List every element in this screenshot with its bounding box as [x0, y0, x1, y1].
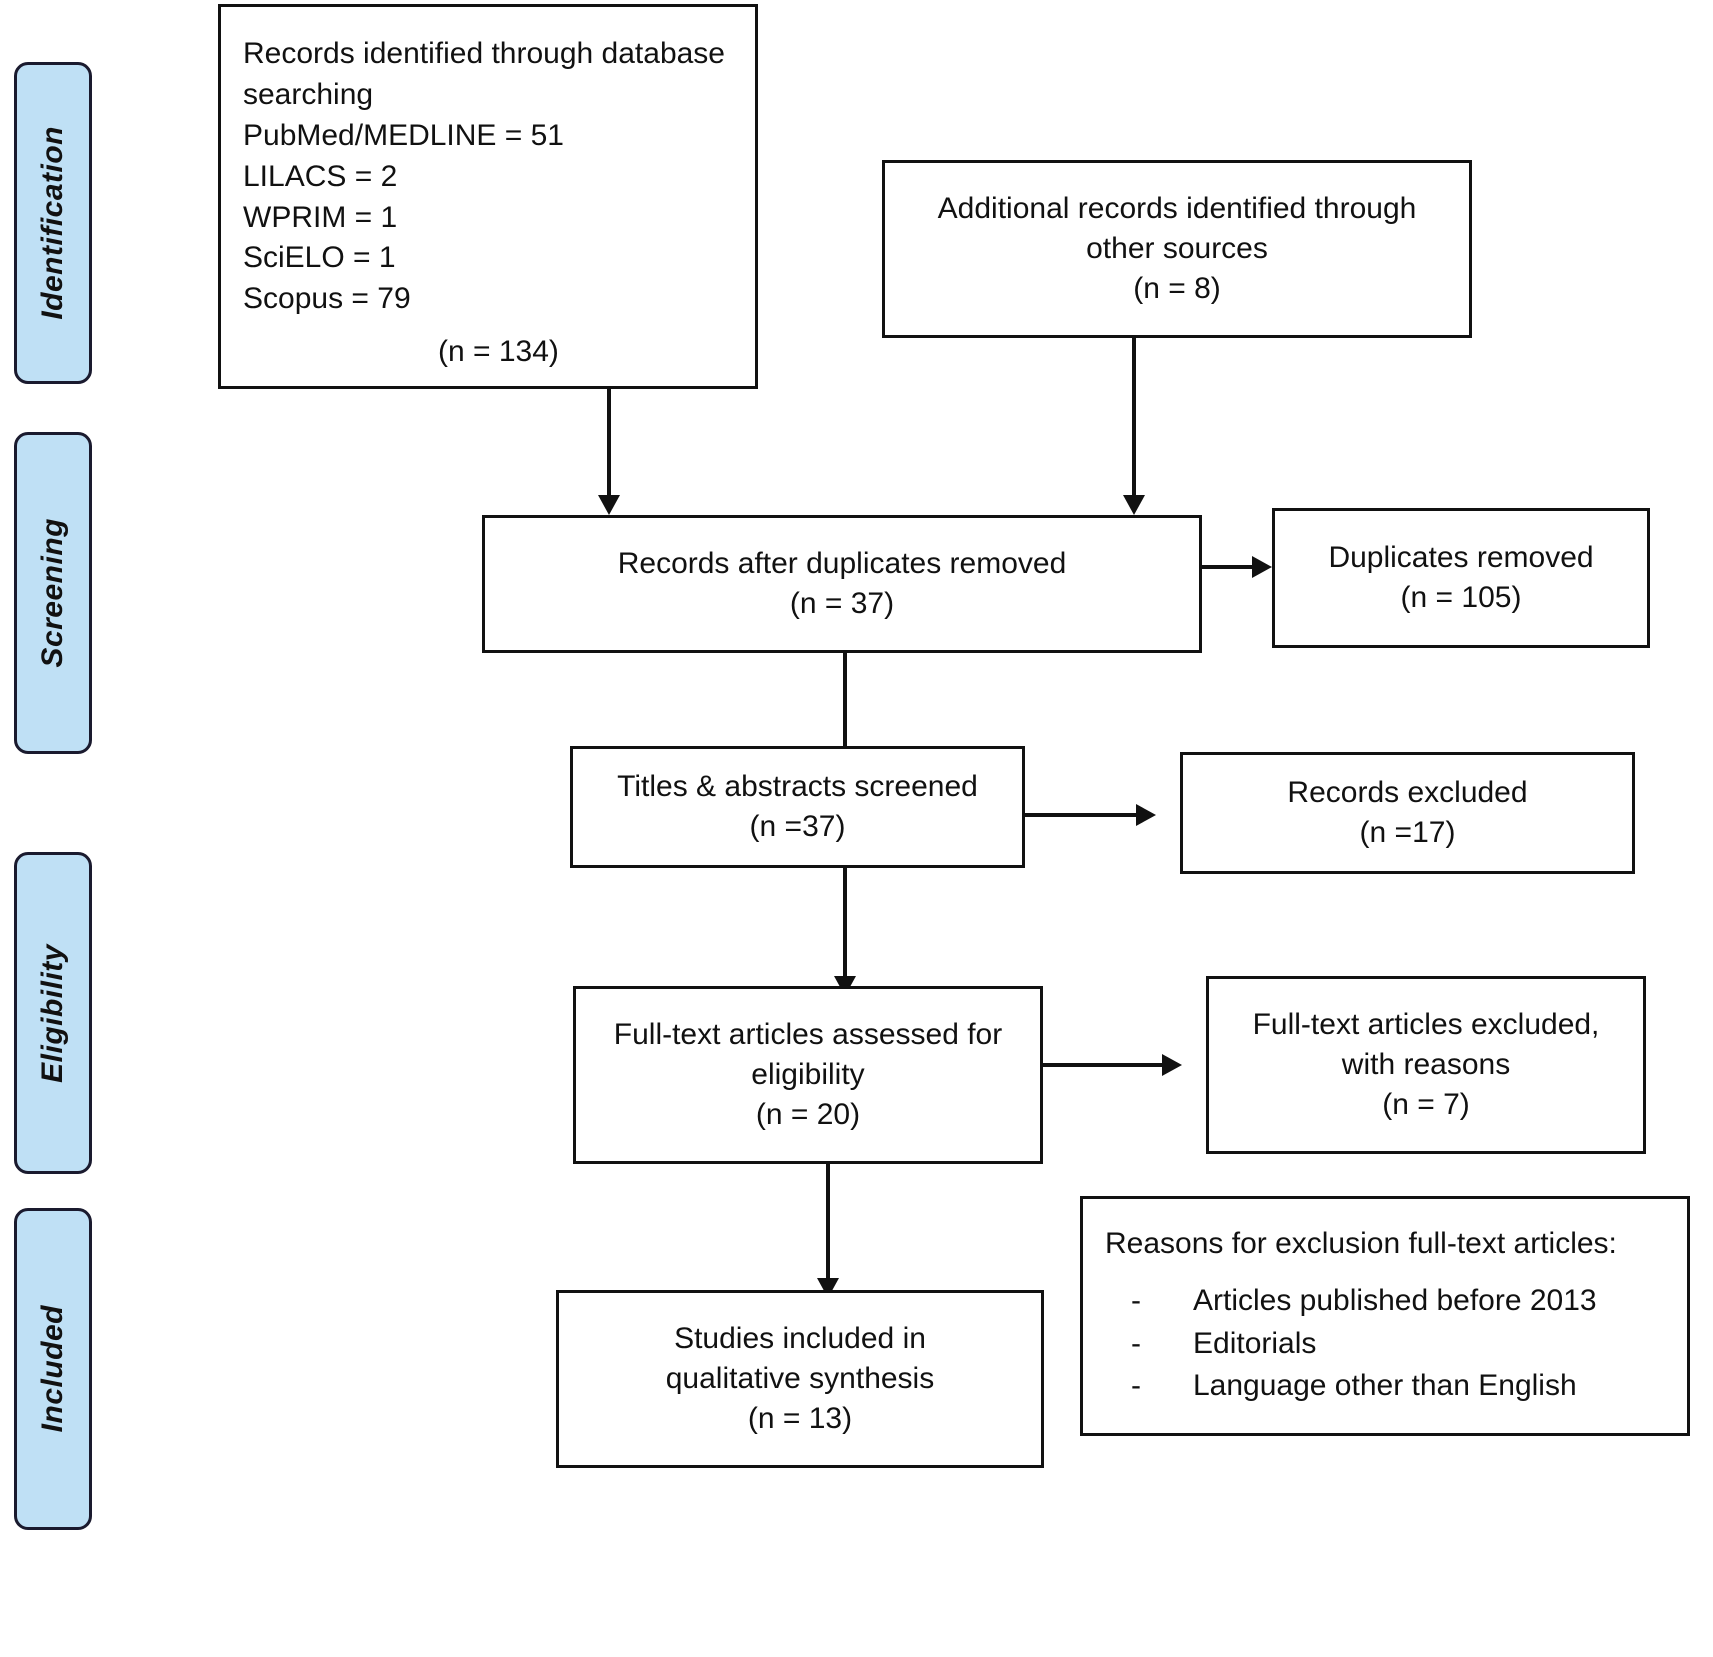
studies-included-line2: qualitative synthesis [665, 1361, 935, 1395]
additional-records-count: (n = 8) [1133, 272, 1221, 306]
records-excluded-text: Records excluded (n =17) [1183, 773, 1632, 853]
studies-included-count: (n = 13) [747, 1402, 853, 1436]
fulltext-excluded-line2: with reasons [1341, 1047, 1511, 1081]
connector-titles-to-fulltext [843, 868, 847, 978]
source-scielo: SciELO = 1 [243, 241, 396, 275]
connector-dedup-to-titles [843, 653, 847, 753]
fulltext-excluded-text: Full-text articles excluded, with reason… [1209, 1005, 1643, 1126]
after-duplicates-line1: Records after duplicates removed [617, 546, 1067, 580]
fulltext-excluded-line1: Full-text articles excluded, [1252, 1007, 1600, 1041]
additional-records-text: Additional records identified through ot… [885, 189, 1469, 310]
reasons-title: Reasons for exclusion full-text articles… [1105, 1227, 1617, 1261]
source-lilacs: LILACS = 2 [243, 159, 398, 193]
stage-label-identification: Identification [36, 126, 69, 320]
connector-other-to-dedup [1132, 338, 1136, 497]
box-records-after-duplicates: Records after duplicates removed (n = 37… [482, 515, 1202, 653]
reason-text-1: Editorials [1193, 1326, 1317, 1360]
reason-bullet-icon: - [1131, 1326, 1141, 1360]
fulltext-assessed-line1: Full-text articles assessed for [613, 1017, 1003, 1051]
titles-screened-line1: Titles & abstracts screened [617, 769, 978, 803]
box-reasons-for-exclusion: Reasons for exclusion full-text articles… [1080, 1196, 1690, 1436]
stage-included: Included [14, 1208, 92, 1530]
connector-dedup-to-duplicates [1202, 565, 1254, 569]
titles-screened-count: (n =37) [749, 810, 846, 843]
duplicates-removed-text: Duplicates removed (n = 105) [1275, 538, 1647, 618]
stage-eligibility: Eligibility [14, 852, 92, 1174]
box-records-excluded: Records excluded (n =17) [1180, 752, 1635, 874]
fulltext-assessed-text: Full-text articles assessed for eligibil… [576, 1015, 1040, 1136]
stage-label-included: Included [36, 1305, 69, 1433]
reason-text-2: Language other than English [1193, 1369, 1577, 1403]
box-additional-records: Additional records identified through ot… [882, 160, 1472, 338]
arrowhead-titles-to-excluded [1136, 804, 1156, 826]
duplicates-removed-count: (n = 105) [1400, 581, 1522, 614]
stage-screening: Screening [14, 432, 92, 754]
box-fulltext-excluded: Full-text articles excluded, with reason… [1206, 976, 1646, 1154]
after-duplicates-count: (n = 37) [789, 587, 895, 620]
records-excluded-count: (n =17) [1359, 816, 1456, 849]
records-excluded-line1: Records excluded [1287, 775, 1528, 809]
connector-fulltext-to-excluded [1043, 1063, 1164, 1067]
stage-label-eligibility: Eligibility [36, 943, 69, 1083]
reason-item: - Editorials [1083, 1323, 1687, 1366]
database-search-title-line1: Records identified through database [243, 37, 725, 71]
database-search-text: Records identified through database sear… [221, 20, 725, 372]
box-titles-abstracts-screened: Titles & abstracts screened (n =37) [570, 746, 1025, 868]
box-fulltext-assessed: Full-text articles assessed for eligibil… [573, 986, 1043, 1164]
stage-label-screening: Screening [36, 518, 69, 668]
source-pubmed: PubMed/MEDLINE = 51 [243, 118, 564, 152]
arrowhead-fulltext-to-excluded [1162, 1054, 1182, 1076]
reason-bullet-icon: - [1131, 1284, 1141, 1318]
after-duplicates-text: Records after duplicates removed (n = 37… [485, 544, 1199, 624]
additional-records-line2: other sources [1086, 231, 1268, 265]
connector-fulltext-to-included [826, 1164, 830, 1280]
reasons-block: Reasons for exclusion full-text articles… [1083, 1224, 1687, 1408]
fulltext-assessed-count: (n = 20) [755, 1098, 861, 1132]
fulltext-assessed-line2: eligibility [751, 1057, 865, 1091]
box-duplicates-removed: Duplicates removed (n = 105) [1272, 508, 1650, 648]
duplicates-removed-line1: Duplicates removed [1328, 540, 1594, 574]
arrowhead-database-to-dedup [598, 495, 620, 515]
source-scopus: Scopus = 79 [243, 282, 411, 316]
reason-bullet-icon: - [1131, 1369, 1141, 1403]
reason-item: - Language other than English [1083, 1365, 1687, 1408]
connector-database-to-dedup [607, 389, 611, 497]
arrowhead-dedup-to-duplicates [1252, 556, 1272, 578]
titles-screened-text: Titles & abstracts screened (n =37) [573, 767, 1022, 847]
additional-records-line1: Additional records identified through [937, 191, 1417, 225]
studies-included-text: Studies included in qualitative synthesi… [559, 1319, 1041, 1440]
box-studies-included: Studies included in qualitative synthesi… [556, 1290, 1044, 1468]
studies-included-line1: Studies included in [674, 1321, 926, 1355]
database-search-total: (n = 134) [438, 334, 559, 368]
source-wprim: WPRIM = 1 [243, 200, 398, 234]
fulltext-excluded-count: (n = 7) [1382, 1088, 1470, 1122]
stage-identification: Identification [14, 62, 92, 384]
arrowhead-other-to-dedup [1123, 495, 1145, 515]
reason-text-0: Articles published before 2013 [1193, 1284, 1597, 1318]
database-search-title-line2: searching [243, 78, 374, 112]
reason-item: - Articles published before 2013 [1083, 1280, 1687, 1323]
connector-titles-to-excluded [1025, 813, 1138, 817]
box-records-identified-database: Records identified through database sear… [218, 4, 758, 389]
